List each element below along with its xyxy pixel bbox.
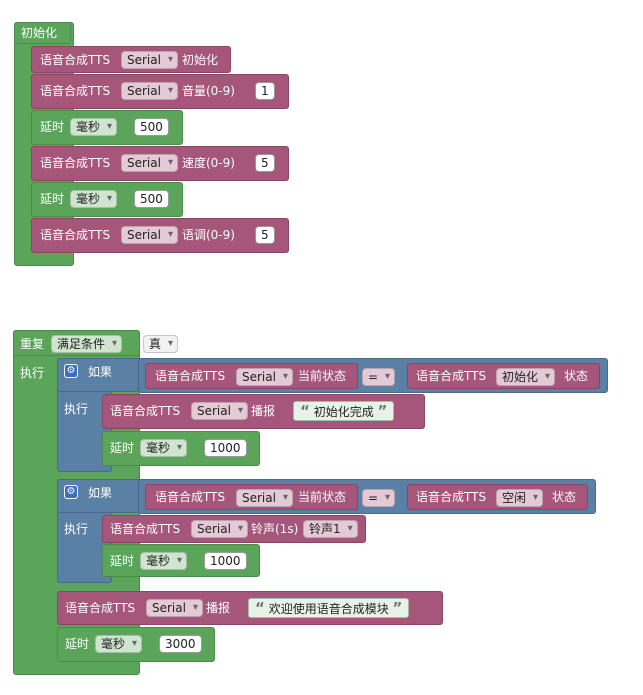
pitch-value-input[interactable]: 5: [255, 226, 275, 244]
repeat-mode-dropdown[interactable]: 满足条件: [51, 335, 123, 353]
state-suffix-label: 状态: [564, 369, 589, 383]
delay-value-input[interactable]: 500: [134, 190, 169, 208]
state-suffix-label: 状态: [552, 490, 577, 504]
speed-value-input[interactable]: 5: [255, 154, 275, 172]
serial-dropdown[interactable]: Serial: [236, 489, 293, 507]
tts-label: 语音合成TTS: [155, 490, 226, 504]
tts-label: 语音合成TTS: [416, 490, 487, 504]
delay-unit-dropdown[interactable]: 毫秒: [140, 439, 188, 457]
delay-label: 延时: [110, 554, 135, 568]
if-exec-label: 执行: [64, 402, 89, 416]
tts-label: 语音合成TTS: [65, 601, 136, 615]
state-option-dropdown[interactable]: 空闲: [496, 489, 544, 507]
current-state-label: 当前状态: [298, 369, 347, 383]
delay-label: 延时: [110, 441, 135, 455]
boolean-true-dropdown[interactable]: 真: [143, 335, 179, 353]
pitch-param-label: 语调(0-9): [182, 228, 235, 242]
tts-label: 语音合成TTS: [40, 84, 111, 98]
init-block-cap: [14, 22, 71, 44]
state-option-dropdown[interactable]: 初始化: [496, 368, 556, 386]
text-string-input[interactable]: “ 初始化完成 ”: [293, 401, 395, 421]
delay-value-input[interactable]: 1000: [204, 439, 247, 457]
tts-action-label: 初始化: [182, 53, 219, 67]
delay-value-input[interactable]: 500: [134, 118, 169, 136]
serial-dropdown[interactable]: Serial: [191, 520, 248, 538]
delay-label: 延时: [40, 120, 65, 134]
delay-label: 延时: [40, 192, 65, 206]
exec-label: 执行: [20, 366, 45, 380]
tts-label: 语音合成TTS: [155, 369, 226, 383]
play-action-label: 播报: [206, 601, 231, 615]
volume-value-input[interactable]: 1: [255, 82, 275, 100]
current-state-label: 当前状态: [298, 490, 347, 504]
serial-dropdown[interactable]: Serial: [121, 226, 178, 244]
serial-dropdown[interactable]: Serial: [191, 402, 248, 420]
if-label: 如果: [88, 365, 113, 379]
tts-label: 语音合成TTS: [110, 522, 181, 536]
serial-dropdown[interactable]: Serial: [236, 368, 293, 386]
delay-value-input[interactable]: 3000: [159, 635, 202, 653]
tts-label: 语音合成TTS: [40, 156, 111, 170]
init-block-label: 初始化: [21, 26, 58, 40]
delay-unit-dropdown[interactable]: 毫秒: [95, 635, 143, 653]
ring-option-dropdown[interactable]: 铃声1: [303, 520, 358, 538]
speed-param-label: 速度(0-9): [182, 156, 235, 170]
if-label: 如果: [88, 486, 113, 500]
delay-unit-dropdown[interactable]: 毫秒: [140, 552, 188, 570]
serial-dropdown[interactable]: Serial: [121, 51, 178, 69]
tts-label: 语音合成TTS: [40, 53, 111, 67]
delay-label: 延时: [65, 637, 90, 651]
repeat-label: 重复: [20, 337, 45, 351]
tts-label: 语音合成TTS: [416, 369, 487, 383]
serial-dropdown[interactable]: Serial: [146, 599, 203, 617]
compare-operator-dropdown[interactable]: =: [362, 368, 396, 386]
if-exec-label: 执行: [64, 522, 89, 536]
serial-dropdown[interactable]: Serial: [121, 154, 178, 172]
tts-label: 语音合成TTS: [40, 228, 111, 242]
delay-unit-dropdown[interactable]: 毫秒: [70, 190, 118, 208]
tts-label: 语音合成TTS: [110, 404, 181, 418]
serial-dropdown[interactable]: Serial: [121, 82, 178, 100]
delay-unit-dropdown[interactable]: 毫秒: [70, 118, 118, 136]
gear-icon[interactable]: ⚙: [64, 485, 78, 499]
compare-operator-dropdown[interactable]: =: [362, 489, 396, 507]
delay-value-input[interactable]: 1000: [204, 552, 247, 570]
gear-icon[interactable]: ⚙: [64, 364, 78, 378]
volume-param-label: 音量(0-9): [182, 84, 235, 98]
text-string-input[interactable]: “ 欢迎使用语音合成模块 ”: [248, 598, 410, 618]
play-action-label: 播报: [251, 404, 276, 418]
ring-action-label: 铃声(1s): [251, 522, 299, 536]
